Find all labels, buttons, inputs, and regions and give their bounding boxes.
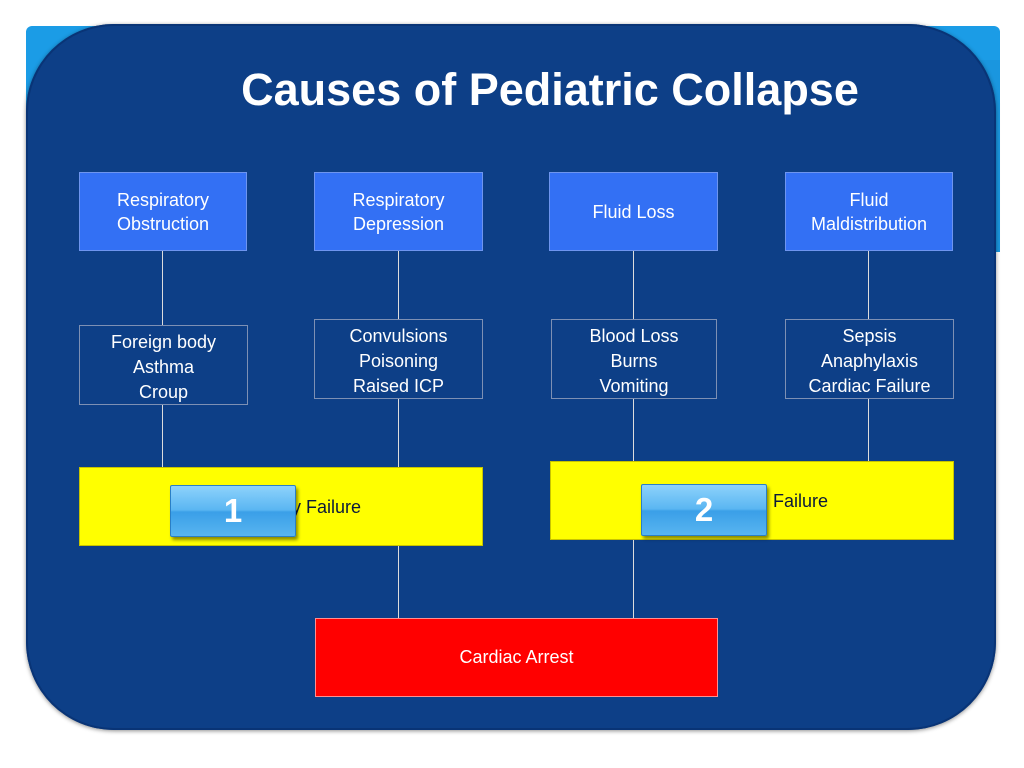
example-item: Anaphylaxis [820,351,919,371]
example-item: Poisoning [358,351,439,371]
example-item: Convulsions [349,326,448,346]
cause-box-respiratory-obstruction: Respiratory Obstruction [79,172,247,251]
cause-box-respiratory-depression: Respiratory Depression [314,172,483,251]
failure-label: Failure [773,491,829,511]
cause-box-fluid-maldistribution: Fluid Maldistribution [785,172,953,251]
failure-label: y Failure [292,497,362,517]
cause-label: Depression [352,213,445,234]
cause-box-fluid-loss: Fluid Loss [549,172,718,251]
connector-line [868,399,869,461]
example-item: Sepsis [842,326,897,346]
connector-line [398,399,399,467]
example-item: Vomiting [599,376,669,396]
cause-label: Maldistribution [810,213,928,234]
example-item: Blood Loss [589,326,679,346]
examples-box-respiratory-depression: Convulsions Poisoning Raised ICP [314,319,483,399]
examples-box-fluid-loss: Blood Loss Burns Vomiting [551,319,717,399]
cause-label: Fluid Loss [592,201,675,222]
example-item: Cardiac Failure [808,376,931,396]
cause-label: Respiratory [116,189,210,210]
connector-line [633,399,634,461]
example-item: Croup [138,382,189,402]
connector-line [633,251,634,319]
connector-line [398,546,399,618]
cause-label: Obstruction [116,213,210,234]
slide-title: Causes of Pediatric Collapse [241,64,859,115]
connector-line [162,251,163,325]
number-badge-2[interactable]: 2 [641,484,767,536]
example-item: Foreign body [110,332,217,352]
examples-box-fluid-maldistribution: Sepsis Anaphylaxis Cardiac Failure [785,319,954,399]
cause-label: Respiratory [352,189,445,210]
example-item: Burns [610,351,658,371]
connector-line [633,540,634,618]
failure-box-respiratory: y Failure [79,467,483,546]
example-item: Asthma [132,357,195,377]
examples-box-respiratory-obstruction: Foreign body Asthma Croup [79,325,248,405]
example-item: Raised ICP [352,376,445,396]
cause-label: Fluid [849,189,889,210]
connector-line [162,405,163,467]
connector-line [868,251,869,319]
outcome-label: Cardiac Arrest [459,647,574,667]
number-badge-1[interactable]: 1 [170,485,296,537]
connector-line [398,251,399,319]
outcome-box-cardiac-arrest: Cardiac Arrest [315,618,718,697]
